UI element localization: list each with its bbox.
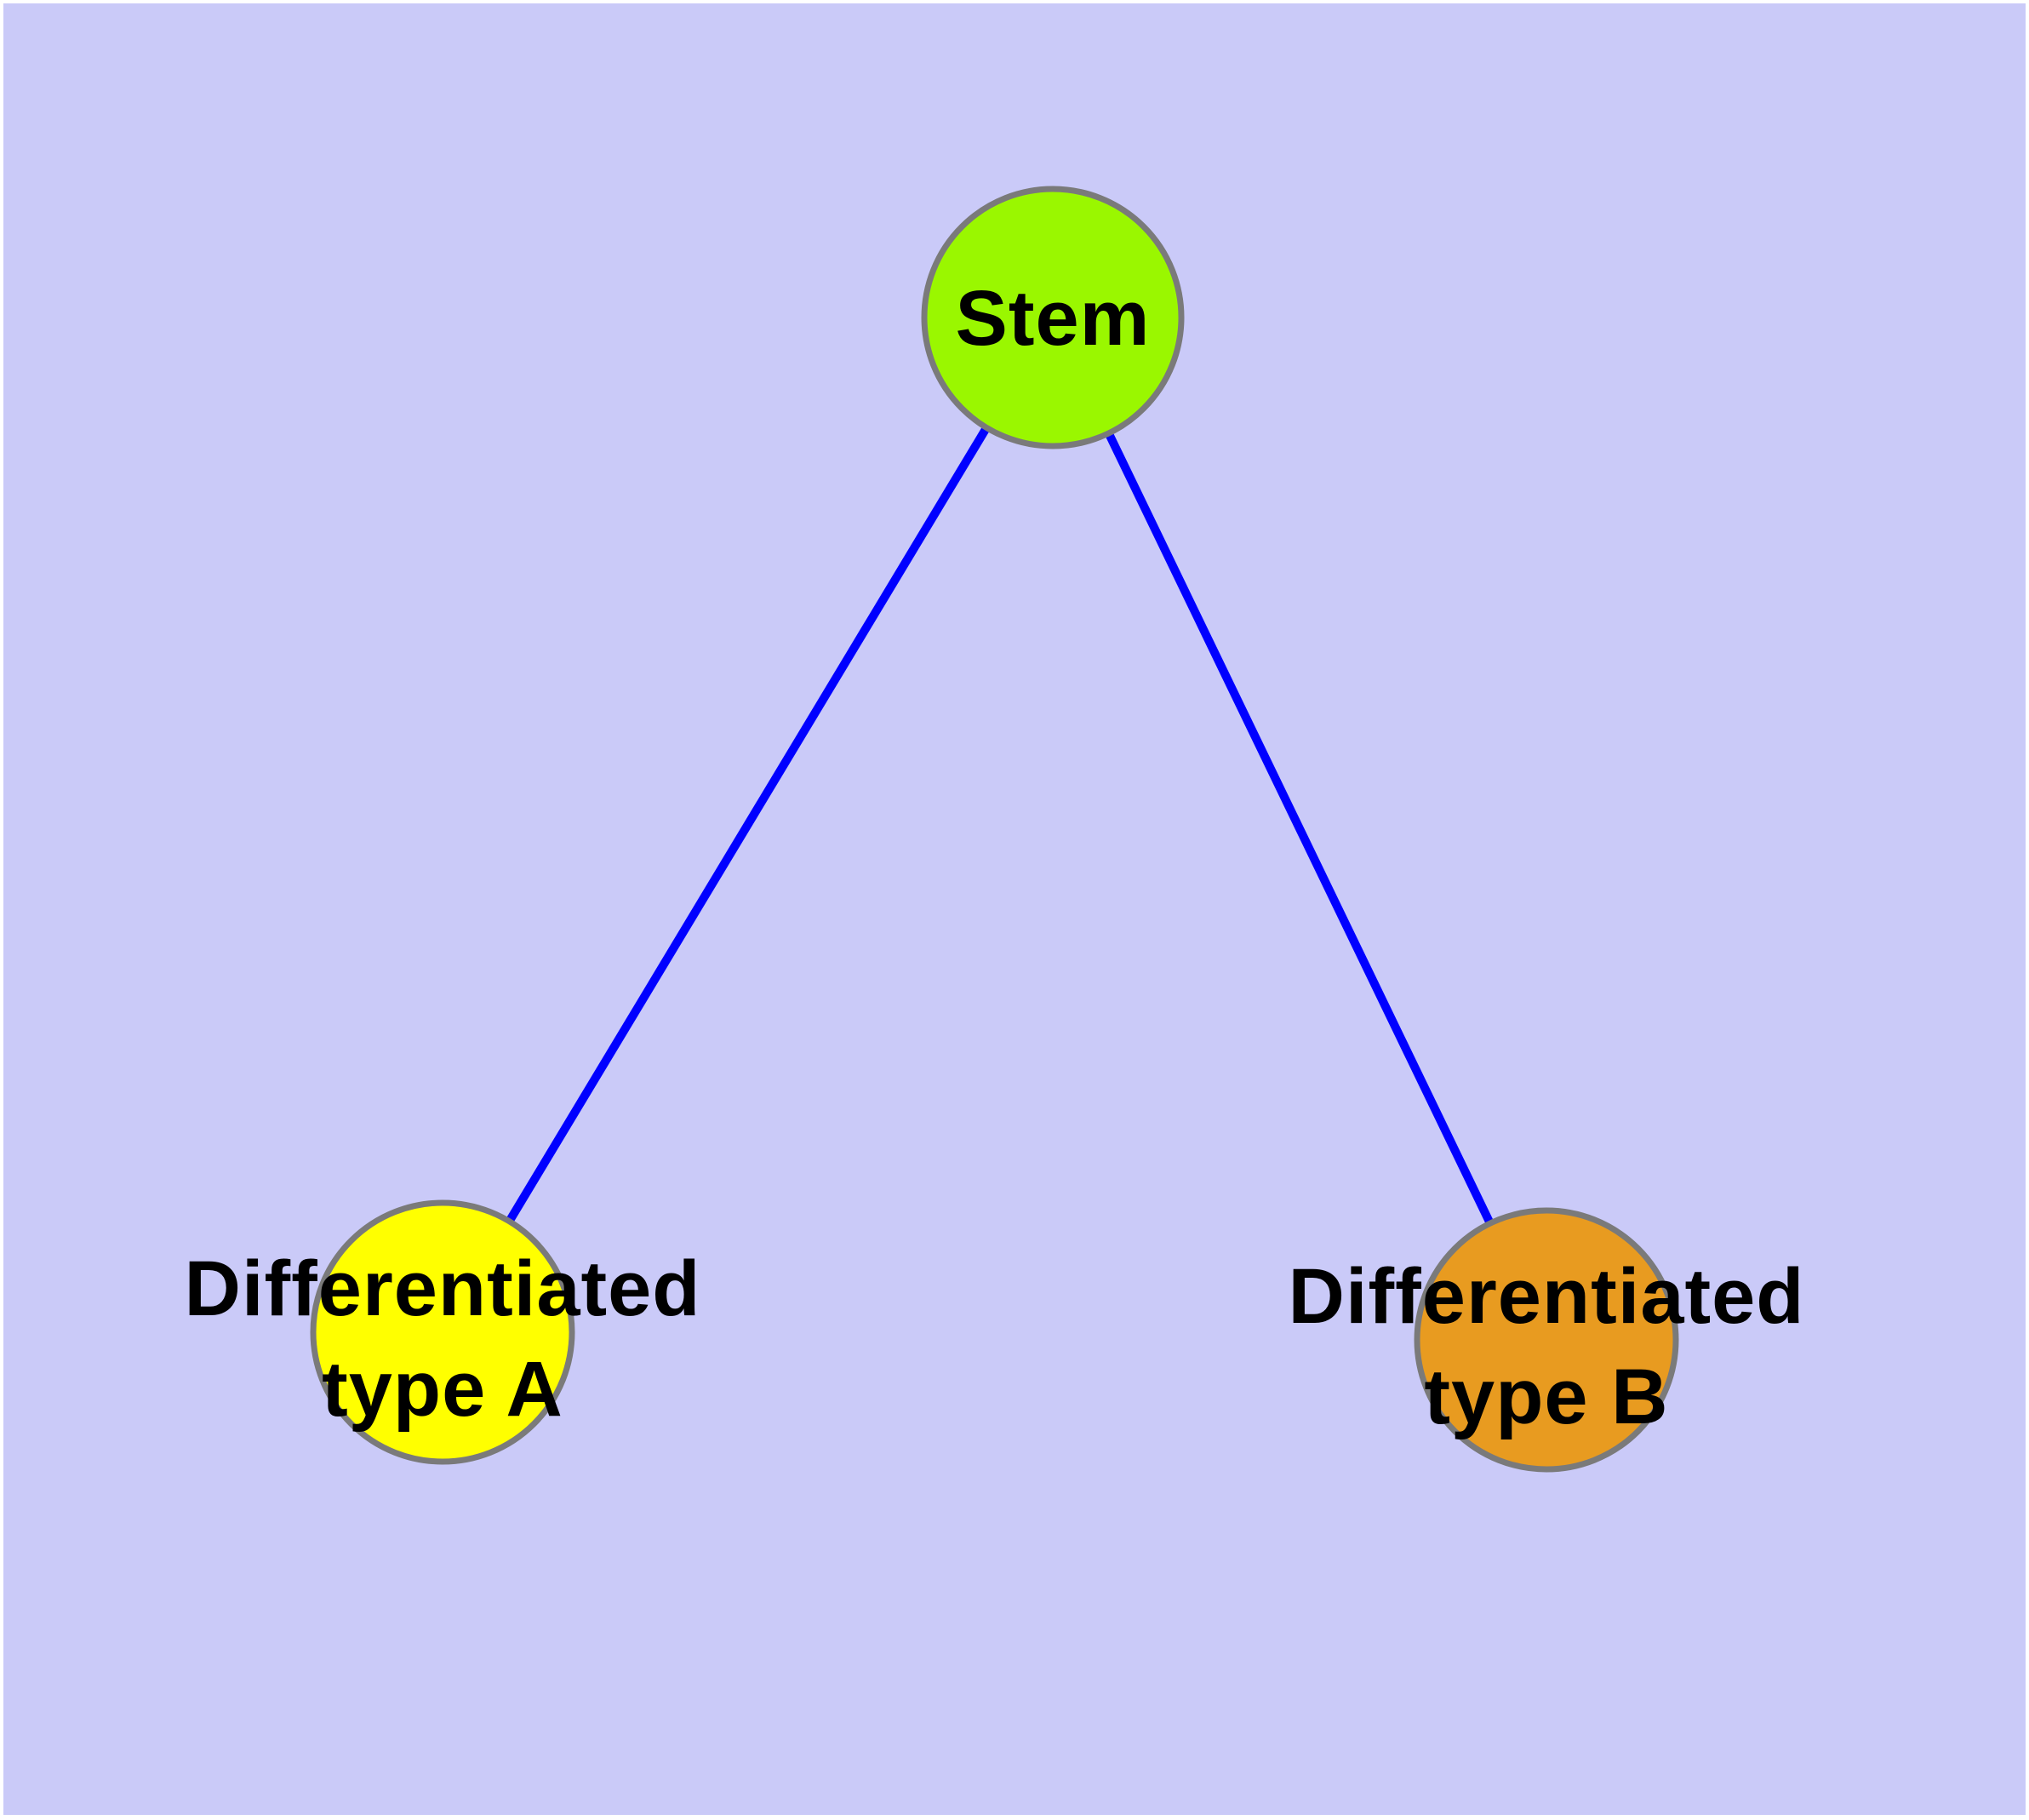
- type-b-node-label-line2: type B: [1424, 1354, 1668, 1440]
- type-a-node-label-line2: type A: [322, 1346, 563, 1433]
- type-a-node: [310, 1199, 575, 1465]
- type-b-node-label-line1: Differentiated: [1289, 1253, 1805, 1340]
- type-a-node-label-line1: Differentiated: [185, 1245, 701, 1332]
- edge-stem-to-type-a: [438, 315, 1057, 1335]
- stem-node-label: Stem: [956, 275, 1151, 362]
- type-b-node: [1414, 1207, 1679, 1473]
- edge-stem-to-type-b: [1049, 315, 1551, 1342]
- stem-node: [921, 186, 1185, 449]
